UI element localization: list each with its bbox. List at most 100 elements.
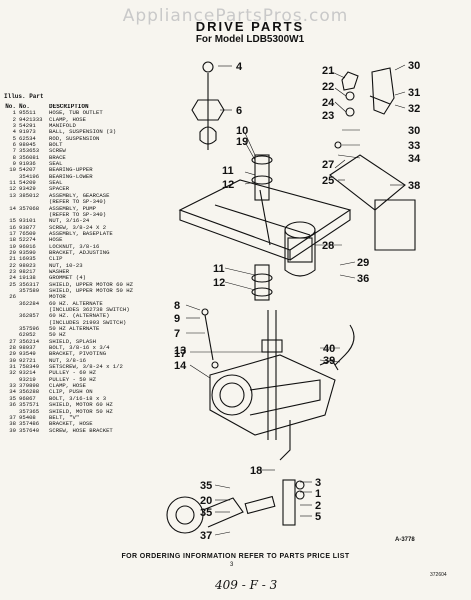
callout-number: 28 [322,240,334,252]
parts-cell-desc: MANIFOLD [49,123,76,130]
callout-number: 34 [408,153,421,165]
parts-row: (INCLUDES 362738 SWITCH) [4,307,154,313]
parts-cell-part: 93214 [19,370,36,377]
parts-cell-part: 19138 [19,275,36,282]
parts-cell-no: 24 [9,275,16,282]
parts-cell-desc: BRACE [49,154,66,161]
parts-cell-part: 362284 [19,300,40,307]
parts-cell-part: 62534 [19,135,36,142]
parts-cell-desc: HOSE [49,237,63,244]
parts-cell-part: 96016 [19,243,36,250]
parts-cell-desc: SHIELD, UPPER MOTOR 50 HZ [49,287,133,294]
parts-cell-part: 91973 [19,129,36,136]
callout-number: 36 [357,273,369,285]
callout-number: 6 [236,105,242,117]
parts-cell-desc: SPACER [49,186,70,193]
callout-number: 14 [174,360,187,372]
parts-cell-part: 93219 [19,376,36,383]
parts-cell-desc: SHIELD, MOTOR 50 HZ [49,408,113,415]
parts-cell-no: 18 [9,237,16,244]
page-number: 3 [230,562,234,568]
callout-number: 39 [323,355,335,367]
parts-cell-no: 22 [9,262,16,269]
callout-number: 10 [236,125,248,137]
parts-cell-desc: 50 HZ ALTERNATE [49,326,100,333]
callout-number: 30 [408,60,420,72]
parts-cell-part: 357589 [19,287,40,294]
parts-cell-no: 11 [9,180,16,187]
parts-cell-desc: SHIELD, MOTOR 60 HZ [49,402,113,409]
parts-cell-no: 15 [9,218,16,225]
parts-cell-no: 27 [9,338,16,345]
watermark-text: AppliancePartsPros.com [122,6,349,26]
callout-number: 29 [357,257,369,269]
parts-cell-desc: BOLT [49,142,63,149]
parts-cell-no: 20 [9,249,16,256]
parts-row: (REFER TO SP-340) [4,199,154,205]
parts-cell-desc: LOCKNUT, 3/8-16 [49,243,100,250]
callout-number: 12 [213,277,225,289]
callout-number: 2 [315,500,321,512]
parts-cell-part: 98217 [19,268,36,275]
parts-cell-no: 28 [9,345,16,352]
handwritten-note: 409 - F - 3 [215,578,278,592]
doc-code: 372604 [430,572,447,578]
parts-cell-no: 35 [9,395,16,402]
parts-cell-part: 54291 [19,123,36,130]
parts-cell-part: 93549 [19,351,36,358]
parts-cell-part: 758349 [19,364,40,371]
parts-cell-no: 5 [12,135,16,142]
parts-cell-part: 357068 [19,205,40,212]
parts-cell-part: 353653 [19,148,40,155]
parts-cell-desc: NUT, 3/16-24 [49,218,90,225]
parts-cell-desc: SEAL [49,180,63,187]
parts-cell-part: 98023 [19,262,36,269]
parts-cell-desc: 60 HZ. (ALTERNATE) [49,313,110,320]
diagram-ref: A-3778 [395,537,415,543]
parts-cell-desc: BRACKET, ADJUSTING [49,249,110,256]
parts-cell-part: 9421333 [19,116,43,123]
parts-cell-part: 98937 [19,345,36,352]
col-no: No. [5,103,16,110]
bracket-part [191,99,225,121]
col-desc: DESCRIPTION [49,104,89,110]
parts-cell-part: 54207 [19,167,36,174]
parts-cell-part: 356288 [19,389,40,396]
callout-number: 22 [322,81,334,93]
parts-cell-part: 357640 [19,427,40,434]
parts-cell-desc: CLIP [49,256,63,263]
parts-cell-part: 95408 [19,414,36,421]
parts-cell-desc: BRACKET, HOSE [49,421,93,428]
parts-cell-desc: SCREW [49,148,66,155]
parts-cell-desc: SEAL [49,161,63,168]
parts-cell-part: 356081 [19,154,40,161]
parts-cell-no: 33 [9,383,16,390]
callout-number: 27 [322,159,334,171]
parts-cell-no: 30 [9,357,16,364]
parts-cell-no: 21 [9,256,16,263]
brace [204,314,214,361]
parts-cell-no: 8 [12,154,16,161]
parts-cell-no: 2 [12,116,16,123]
parts-cell-no: 31 [9,364,16,371]
